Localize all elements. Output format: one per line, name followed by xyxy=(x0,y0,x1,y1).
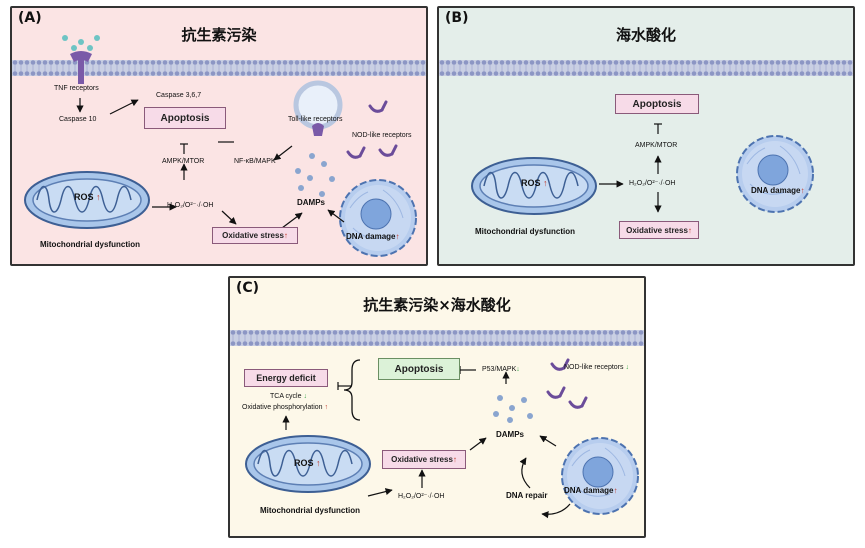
ros-label: ROS ↑ xyxy=(294,458,321,468)
panel-a-label: (A) xyxy=(18,10,42,26)
h2o2-label: H₂O₂/O²⁻·/·OH xyxy=(167,202,214,209)
damps-particles xyxy=(295,153,335,197)
apoptosis-box: Apoptosis xyxy=(615,94,699,114)
ros-label: ROS ↑ xyxy=(521,178,548,188)
panel-a: (A) 抗生素污染 xyxy=(10,6,428,266)
mitochondrial-dysfunction-label: Mitochondrial dysfunction xyxy=(475,227,575,236)
dna-repair-label: DNA repair xyxy=(506,491,548,500)
tca-cycle-label: TCA cycle ↓ xyxy=(270,393,307,400)
nod-like-receptors-label: NOD-like receptors ↓ xyxy=(564,364,629,371)
panel-c: (C) 抗生素污染×海水酸化 xyxy=(228,276,646,538)
panel-c-graphics xyxy=(245,358,639,519)
caspase-10-label: Caspase 10 xyxy=(59,116,97,123)
panel-b-label: (B) xyxy=(445,10,469,26)
mitochondrial-dysfunction-label: Mitochondrial dysfunction xyxy=(260,506,360,515)
nfkb-mapk-label: NF-κB/MAPK xyxy=(234,158,276,165)
damps-label: DAMPs xyxy=(496,430,525,439)
oxidative-phosphorylation-label: Oxidative phosphorylation ↑ xyxy=(242,404,329,411)
tnf-receptors-label: TNF receptors xyxy=(54,85,99,92)
oxidative-stress-box: Oxidative stress↑ xyxy=(212,227,298,244)
apoptosis-box: Apoptosis xyxy=(378,358,460,380)
apoptosis-box: Apoptosis xyxy=(144,107,226,129)
panel-b-graphics xyxy=(471,123,814,215)
cell-membrane xyxy=(439,60,853,76)
panel-b: (B) 海水酸化 Apoptosis AMPK/MTOR ROS ↑ H₂O₂/… xyxy=(437,6,855,266)
ampk-mtor-label: AMPK/MTOR xyxy=(162,158,205,165)
panel-a-title: 抗生素污染 xyxy=(181,26,257,44)
nod-receptor-icon xyxy=(346,146,366,159)
panel-b-title: 海水酸化 xyxy=(615,26,676,44)
dna-damage-label: DNA damage↑ xyxy=(564,486,618,495)
nod-receptor-icon xyxy=(378,144,398,157)
dna-damage-label: DNA damage↑ xyxy=(346,232,400,241)
ros-label: ROS ↑ xyxy=(74,192,101,202)
nod-like-receptors-label: NOD-like receptors xyxy=(352,132,412,139)
oxidative-stress-box: Oxidative stress↑ xyxy=(382,450,466,469)
toll-like-receptors-label: Toll-like receptors xyxy=(288,116,343,123)
h2o2-label: H₂O₂/O²⁻·/·OH xyxy=(629,180,676,187)
caspase-367-label: Caspase 3,6,7 xyxy=(156,92,202,99)
panel-c-label: (C) xyxy=(236,280,260,296)
h2o2-label: H₂O₂/O²⁻·/·OH xyxy=(398,493,445,500)
tnf-receptor-icon xyxy=(62,35,100,84)
brace xyxy=(343,359,361,421)
ampk-mtor-label: AMPK/MTOR xyxy=(635,142,678,149)
nod-receptor-icon xyxy=(546,386,566,399)
cell-nucleus-icon xyxy=(339,179,417,257)
p53-mapk-label: P53/MAPK↓ xyxy=(482,366,520,373)
cell-membrane xyxy=(12,60,426,76)
cell-membrane xyxy=(230,330,644,346)
oxidative-stress-box: Oxidative stress↑ xyxy=(619,221,699,239)
damps-label: DAMPs xyxy=(297,198,326,207)
toll-like-receptor-icon xyxy=(293,80,343,136)
dna-damage-label: DNA damage↑ xyxy=(751,186,805,195)
energy-deficit-box: Energy deficit xyxy=(244,369,328,387)
panel-a-graphics xyxy=(24,35,417,257)
nod-receptor-icon xyxy=(368,100,388,113)
cell-nucleus-icon xyxy=(736,135,814,213)
cell-nucleus-icon xyxy=(561,437,639,515)
panel-c-title: 抗生素污染×海水酸化 xyxy=(363,296,511,314)
damps-particles xyxy=(493,395,533,423)
mitochondrial-dysfunction-label: Mitochondrial dysfunction xyxy=(40,240,140,249)
nod-receptor-icon xyxy=(568,396,588,409)
